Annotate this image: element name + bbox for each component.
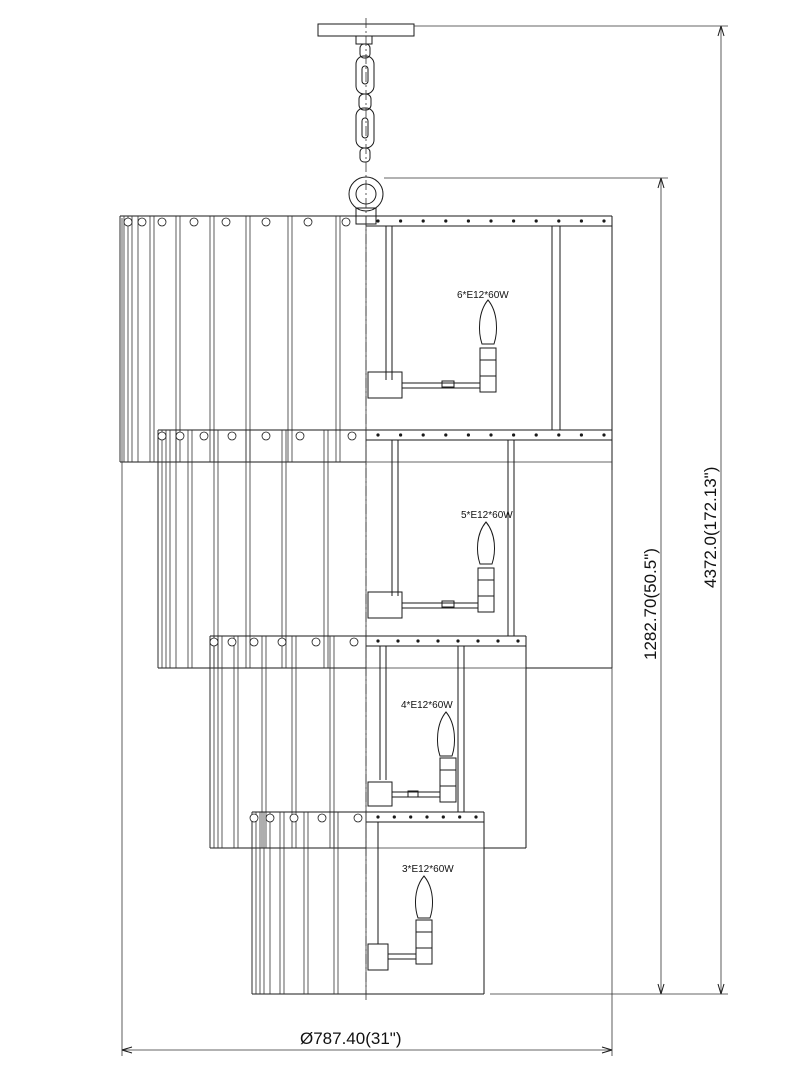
panel-hole [175, 431, 185, 441]
ring-rivet [516, 639, 520, 643]
panel-hole [261, 431, 271, 441]
body-height-dimension-label: 1282.70(50.5") [641, 548, 660, 660]
ring-rivet [579, 219, 584, 223]
ring-rivet [376, 219, 380, 223]
ring-rivet [466, 219, 470, 223]
bulb-tier-1 [367, 299, 497, 399]
inner-frames [377, 226, 561, 944]
dimension-width [121, 218, 613, 1056]
ring-rivet [602, 219, 606, 223]
panel-hole [295, 431, 305, 441]
panel-hole [317, 813, 327, 823]
panel-hole [221, 217, 231, 227]
hanging-chain [355, 43, 375, 163]
ring-rivet [425, 815, 429, 819]
ring-rivet [534, 433, 538, 437]
ring-rivet [376, 433, 380, 437]
ring-rivet [376, 815, 380, 819]
panel-hole [227, 637, 237, 647]
ring-holes-right [376, 219, 606, 819]
ring-rivet [489, 219, 493, 223]
ring-rivet [489, 433, 493, 437]
dimension-body-height [384, 177, 668, 995]
ring-rivet [474, 815, 478, 819]
panel-hole [199, 431, 209, 441]
ring-rivet [557, 219, 561, 223]
ring-rivet [421, 433, 425, 437]
ring-rivet [421, 219, 425, 223]
panel-strips-left [119, 215, 367, 995]
panel-hole [123, 217, 133, 227]
panel-hole [349, 637, 359, 647]
ring-rivet [456, 639, 460, 643]
panel-hole [289, 813, 299, 823]
ring-rivet [458, 815, 462, 819]
panel-hole [227, 431, 237, 441]
panel-hole [353, 813, 363, 823]
bulb-label-tier-2: 5*E12*60W [461, 510, 513, 521]
ring-rivet [392, 815, 396, 819]
ring-rivet [409, 815, 413, 819]
panel-hole [157, 431, 167, 441]
ring-rivet [396, 639, 400, 643]
panel-hole [249, 813, 259, 823]
ring-rivet [557, 433, 561, 437]
ring-rivet [511, 219, 516, 223]
ring-rivet [579, 433, 584, 437]
ring-rivet [466, 433, 470, 437]
ring-rivet [602, 433, 606, 437]
panel-hole [189, 217, 199, 227]
ring-rivet [416, 639, 420, 643]
bulb-tier-2 [367, 521, 495, 619]
bulb-label-tier-1: 6*E12*60W [457, 290, 509, 301]
overall-height-dimension-label: 4372.0(172.13") [701, 467, 720, 588]
bulb-label-tier-3: 4*E12*60W [401, 700, 453, 711]
ring-rivet [399, 219, 403, 223]
ring-rivet [534, 219, 538, 223]
ring-rivet [399, 433, 403, 437]
panel-hole [311, 637, 321, 647]
panel-hole [341, 217, 351, 227]
ring-rivet [496, 639, 500, 643]
panel-hole [277, 637, 287, 647]
panel-hole [347, 431, 357, 441]
ring-rivet [441, 815, 445, 819]
panel-hole [303, 217, 313, 227]
ring-rivet [476, 639, 480, 643]
ring-rivet [444, 219, 448, 223]
panel-hole [265, 813, 275, 823]
panel-hole [157, 217, 167, 227]
bulb-tier-3 [367, 711, 457, 807]
dimension-overall-height [414, 25, 728, 995]
ring-rivet [444, 433, 448, 437]
ring-rivet [376, 639, 380, 643]
panel-hole [249, 637, 259, 647]
ring-rivet [436, 639, 440, 643]
bulb-label-tier-4: 3*E12*60W [402, 864, 454, 875]
width-dimension-label: Ø787.40(31") [300, 1029, 402, 1048]
panel-hole [209, 637, 219, 647]
panel-hole [137, 217, 147, 227]
panel-hole [261, 217, 271, 227]
bulb-tier-4 [367, 875, 433, 971]
ring-rivet [511, 433, 516, 437]
